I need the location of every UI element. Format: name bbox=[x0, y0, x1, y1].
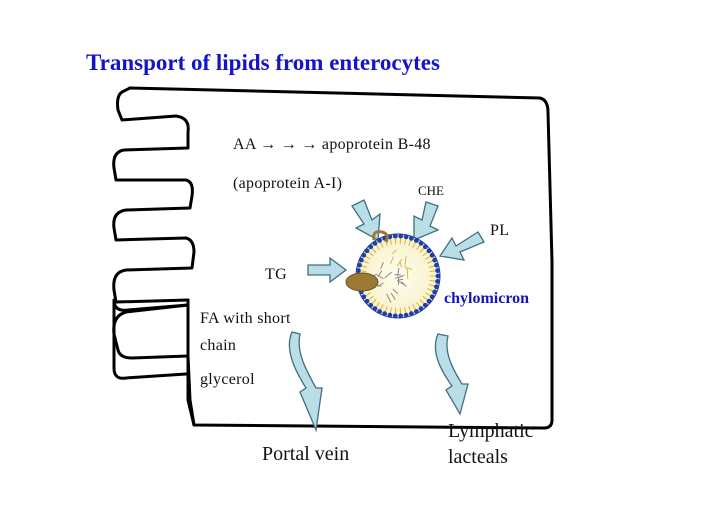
label-lymphatic-line1: Lymphatic bbox=[448, 420, 534, 442]
diagram-title: Transport of lipids from enterocytes bbox=[86, 50, 440, 75]
label-chylomicron: chylomicron bbox=[444, 290, 530, 307]
microvilli-bottom bbox=[112, 303, 196, 427]
label-amino-acids-to-apoprotein: AA → → → apoprotein B-48 bbox=[233, 136, 431, 153]
arrow-to-lymphatic-lacteals bbox=[434, 333, 469, 416]
arrow-to-portal-vein bbox=[288, 331, 323, 433]
label-tg: TG bbox=[265, 266, 287, 283]
arrow-pl-to-chylomicron bbox=[438, 231, 485, 261]
arrow-che-to-chylomicron bbox=[413, 201, 440, 241]
label-che: CHE bbox=[418, 183, 444, 198]
label-glycerol: glycerol bbox=[200, 371, 255, 388]
label-pl: PL bbox=[490, 222, 510, 239]
microvilli-folds bbox=[112, 86, 196, 304]
label-lymphatic-line2: lacteals bbox=[448, 446, 508, 468]
label-apoprotein-a1: (apoprotein A-I) bbox=[233, 175, 343, 192]
label-fa-short-chain-line2: chain bbox=[200, 337, 237, 354]
label-fa-short-chain-line1: FA with short bbox=[200, 310, 291, 327]
label-portal-vein: Portal vein bbox=[262, 443, 350, 465]
arrow-apoprotein-to-chylomicron bbox=[351, 199, 381, 242]
arrow-tg-to-chylomicron bbox=[307, 256, 348, 284]
chylomicron-particle bbox=[345, 230, 441, 319]
